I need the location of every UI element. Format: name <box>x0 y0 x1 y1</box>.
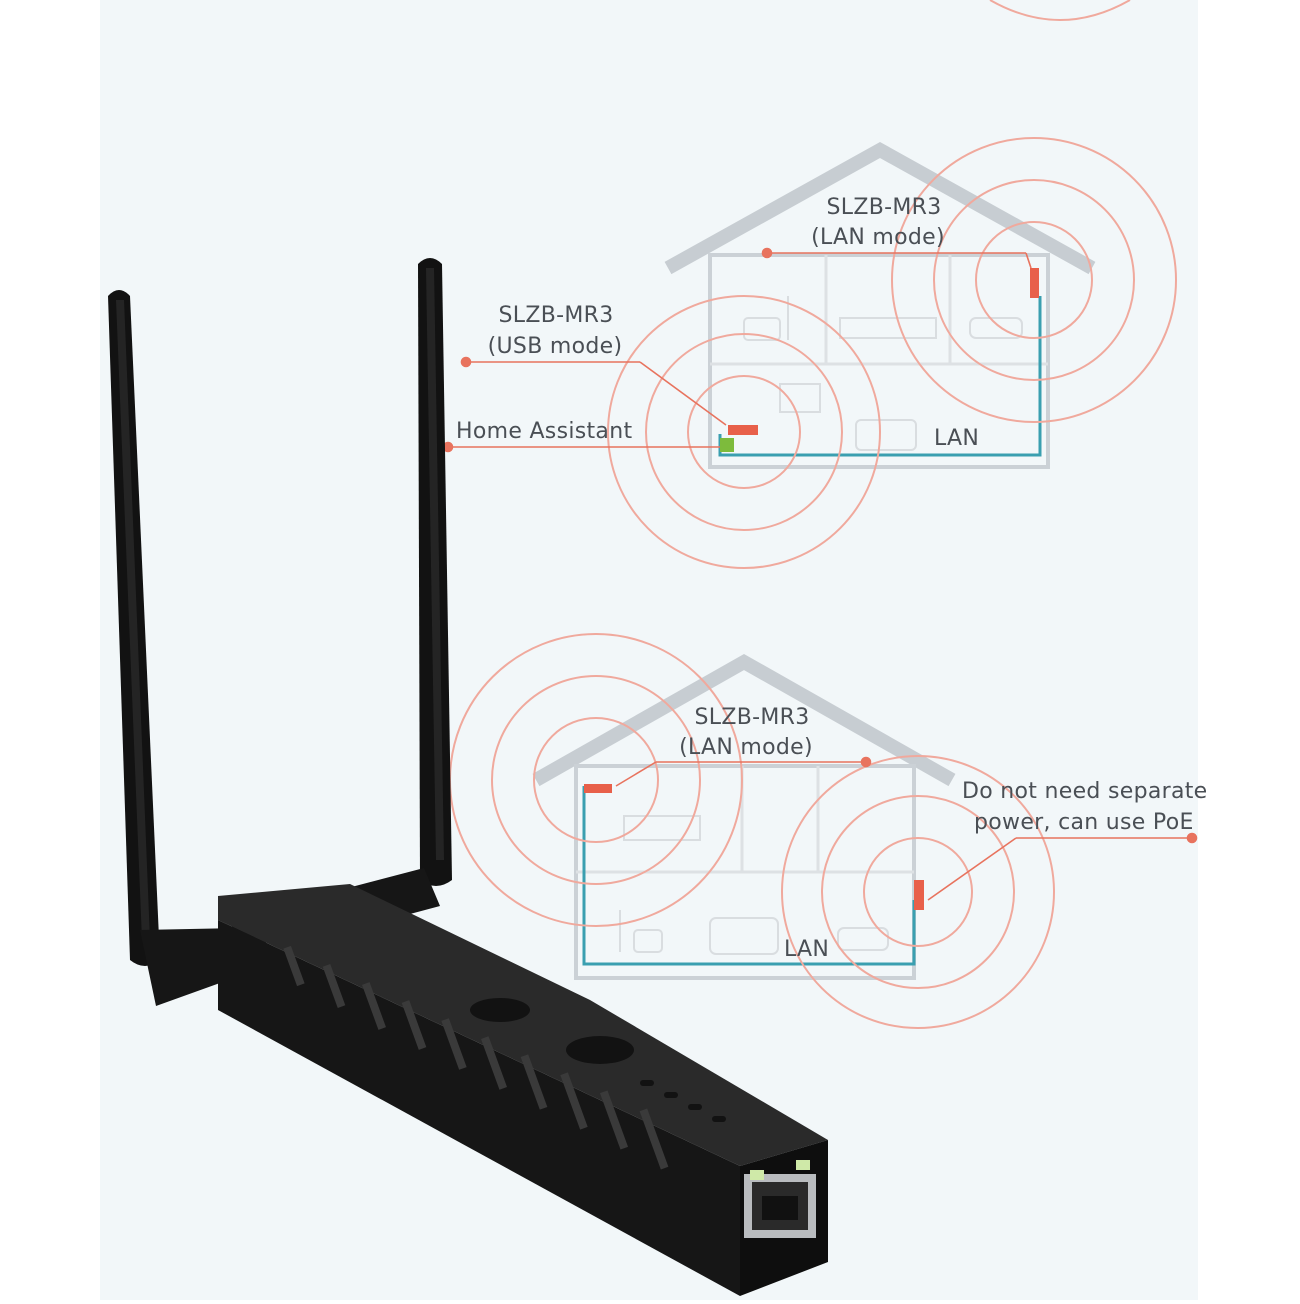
callout-line <box>615 761 657 787</box>
signal-ring-icon <box>533 717 659 843</box>
ethernet-port-icon <box>744 1160 816 1238</box>
sofa-icon <box>633 929 663 953</box>
label-slzb-lan-top-mode: (LAN mode) <box>811 225 945 250</box>
signal-ring-icon <box>607 295 881 569</box>
label-lan-bottom: LAN <box>784 937 829 962</box>
tv-icon <box>779 383 821 413</box>
house-top: SLZB-MR3 (LAN mode) SLZB-MR3 (USB mode) … <box>442 137 1177 569</box>
slzb-device-lan-bottom <box>584 784 612 793</box>
house-top-walls <box>708 253 1050 469</box>
sofa-icon <box>855 419 917 451</box>
signal-ring-icon <box>863 837 973 947</box>
device-front-face <box>218 920 740 1296</box>
signal-ring-icon <box>687 375 801 489</box>
sofa-icon <box>743 317 781 341</box>
label-poe-line2: power, can use PoE <box>974 810 1194 835</box>
device-vents <box>283 945 669 1170</box>
label-slzb-usb-name: SLZB-MR3 <box>499 303 614 328</box>
callout-dot <box>761 247 773 259</box>
label-lan-top: LAN <box>934 426 979 451</box>
slzb-device-lan-top <box>1030 268 1039 298</box>
label-poe-line1: Do not need separate <box>962 779 1208 804</box>
home-assistant-device <box>720 438 734 452</box>
label-slzb-lan-top-name: SLZB-MR3 <box>827 195 942 220</box>
bathtub-icon <box>837 927 889 951</box>
slzb-device-usb <box>728 425 758 435</box>
bathtub-icon <box>969 317 1023 339</box>
callout-line <box>927 837 1017 901</box>
sofa-icon <box>709 917 779 955</box>
port-led <box>796 1160 810 1170</box>
label-slzb-lan-bottom-name: SLZB-MR3 <box>695 705 810 730</box>
slzb-mr3-device <box>108 258 828 1296</box>
callout-line <box>639 361 727 426</box>
antenna-icon <box>340 258 452 930</box>
callout-line <box>1025 252 1032 269</box>
port-led <box>750 1170 764 1180</box>
signal-ring-icon <box>821 795 1015 989</box>
slzb-device-poe <box>914 880 924 910</box>
house-bottom-lan-cable <box>582 786 916 966</box>
signal-ring-icon <box>781 755 1055 1029</box>
house-bottom-roof <box>532 653 956 787</box>
device-top-perforations <box>470 998 726 1122</box>
label-slzb-usb-mode: (USB mode) <box>488 334 623 359</box>
label-slzb-lan-bottom-mode: (LAN mode) <box>679 735 813 760</box>
house-top-roof <box>664 141 1096 275</box>
signal-ring-icon <box>491 675 701 885</box>
signal-ring-icon <box>975 221 1093 339</box>
label-home-assistant: Home Assistant <box>456 419 632 444</box>
house-bottom: SLZB-MR3 (LAN mode) Do not need separate… <box>449 633 1208 1029</box>
callout-dot <box>1186 832 1198 844</box>
bed-icon <box>839 317 937 339</box>
signal-ring-icon <box>933 179 1135 381</box>
signal-ring-icon <box>891 137 1177 423</box>
signal-ring-icon <box>645 333 843 531</box>
callout-dot <box>460 356 472 368</box>
bed-icon <box>623 815 701 841</box>
signal-ring-icon <box>989 0 1131 21</box>
callout-dot <box>860 756 872 768</box>
